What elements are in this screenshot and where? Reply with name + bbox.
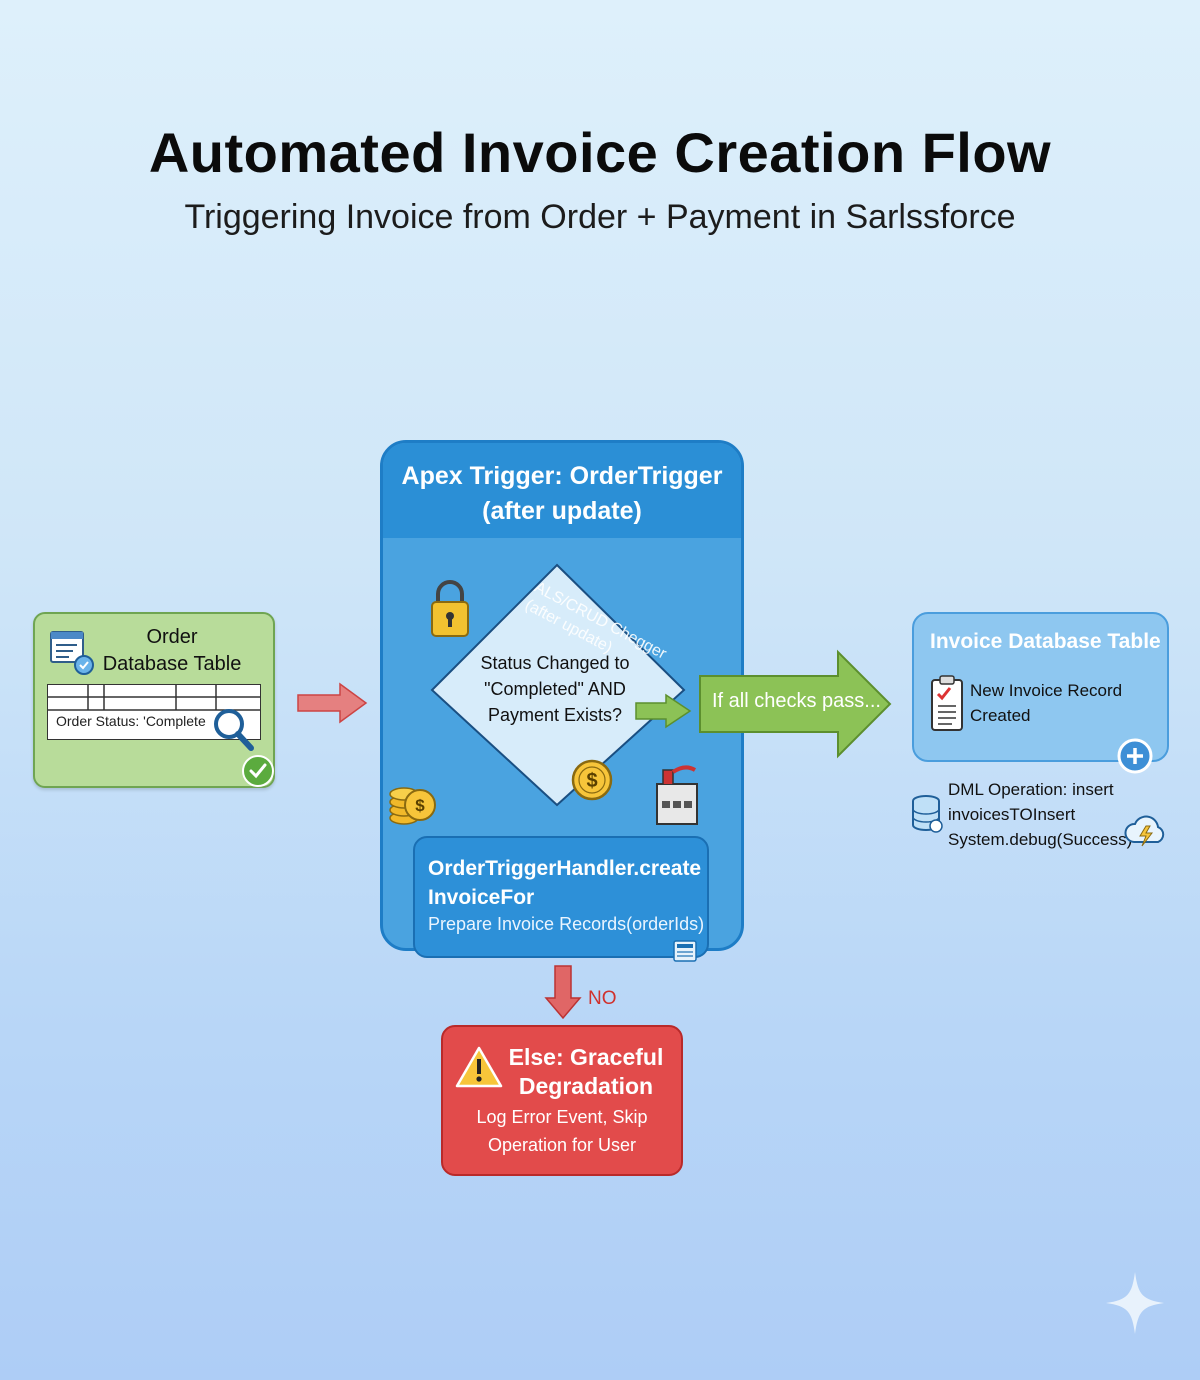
invoice-record-line-1: New Invoice Record (970, 681, 1123, 700)
invoice-record-line-2: Created (970, 706, 1031, 725)
apex-trigger-header (383, 443, 741, 538)
else-desc-line-1: Log Error Event, Skip (476, 1107, 648, 1127)
order-title-line-2: Database Table (102, 653, 242, 675)
check-circle-icon (242, 755, 274, 787)
magnifier-icon (214, 709, 254, 751)
cloud-bolt-icon (1124, 815, 1165, 847)
clipboard-icon (931, 675, 963, 731)
database-table-icon (50, 631, 94, 675)
trigger-handler-node: OrderTriggerHandler.create InvoiceFor Pr… (413, 836, 709, 962)
calculator-icon (673, 940, 697, 962)
invoice-database-table-node: Invoice Database Table New Invoice Recor… (912, 612, 1169, 774)
apex-title-line-1: Apex Trigger: OrderTrigger (401, 462, 723, 490)
dml-line-1: DML Operation: insert (948, 780, 1114, 799)
pass-arrow-label: If all checks pass... (712, 690, 881, 712)
plus-circle-icon (1117, 738, 1153, 774)
apex-title-line-2: (after update) (482, 497, 642, 525)
invoice-title: Invoice Database Table (930, 630, 1161, 653)
handler-title-line-1: OrderTriggerHandler.create (428, 857, 702, 880)
dml-line-3: System.debug(Success) (948, 830, 1133, 849)
dml-line-2: invoicesTOInsert (948, 805, 1076, 824)
else-graceful-degradation-node: Else: Graceful Degradation Log Error Eve… (441, 1025, 683, 1176)
no-arrow-label: NO (588, 988, 617, 1009)
order-status-text: Order Status: 'Complete (56, 713, 206, 729)
page-title: Automated Invoice Creation Flow (148, 121, 1052, 184)
order-database-table-node: Order Database Table Order Status: 'Comp… (33, 612, 275, 788)
else-title-line-2: Degradation (518, 1073, 654, 1099)
database-icon (912, 795, 943, 833)
warning-icon (455, 1046, 503, 1088)
decision-text: Status Changed to "Completed" AND Paymen… (455, 650, 655, 728)
else-title-line-1: Else: Graceful (508, 1044, 664, 1070)
page-subtitle: Triggering Invoice from Order + Payment … (184, 198, 1016, 236)
dml-operation-text: DML Operation: insert invoicesTOInsert S… (948, 777, 1132, 852)
decision-line-3: Payment Exists? (487, 705, 623, 725)
no-arrow (544, 965, 582, 1020)
order-to-trigger-arrow (297, 682, 368, 724)
decision-line-1: Status Changed to (480, 653, 630, 673)
sparkle-icon (1106, 1272, 1164, 1334)
decision-line-2: "Completed" AND (484, 679, 626, 699)
handler-description: Prepare Invoice Records(orderIds) (428, 914, 705, 934)
order-title-line-1: Order (146, 626, 198, 648)
else-desc-line-2: Operation for User (487, 1135, 637, 1155)
handler-title-line-2: InvoiceFor (428, 886, 535, 909)
